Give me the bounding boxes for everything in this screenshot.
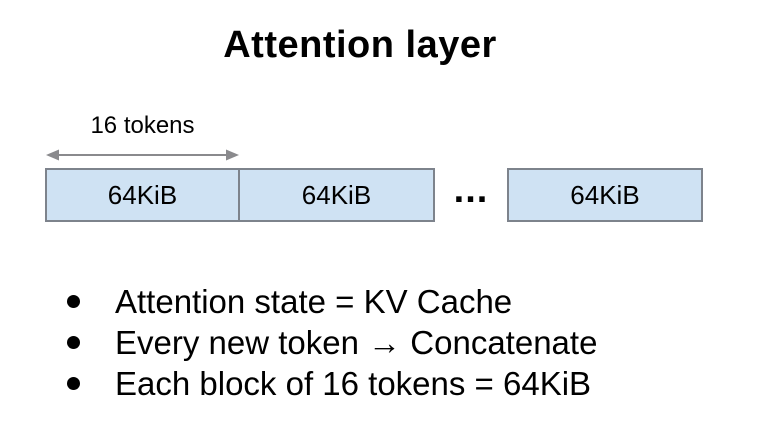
kv-block-label: 64KiB <box>107 179 178 210</box>
kv-block-label: 64KiB <box>570 179 640 210</box>
kv-cache-block: 64KiB <box>238 168 435 222</box>
bullet-dot-icon <box>67 377 80 390</box>
bullet-text: Each block of 16 tokens = 64KiB <box>115 365 592 402</box>
bullet-text: Every new token → Concatenate <box>115 324 598 361</box>
list-item: Every new token → Concatenate <box>67 322 598 363</box>
slide-title: Attention layer <box>223 24 497 66</box>
list-item: Each block of 16 tokens = 64KiB <box>67 363 597 404</box>
list-item: Attention state = KV Cache <box>67 281 597 322</box>
bullet-list: Attention state = KV Cache Every new tok… <box>67 281 598 404</box>
kv-block-label: 64KiB <box>301 179 372 210</box>
double-arrow-icon <box>45 148 240 162</box>
bullet-dot-icon <box>67 336 80 349</box>
bullet-text: Attention state = KV Cache <box>115 283 513 320</box>
ellipsis-dots: ... <box>453 168 489 211</box>
measure-label: 16 tokens <box>90 112 195 139</box>
kv-cache-block: 64KiB <box>45 168 240 222</box>
kv-cache-block: 64KiB <box>507 168 703 222</box>
bullet-dot-icon <box>67 295 80 308</box>
